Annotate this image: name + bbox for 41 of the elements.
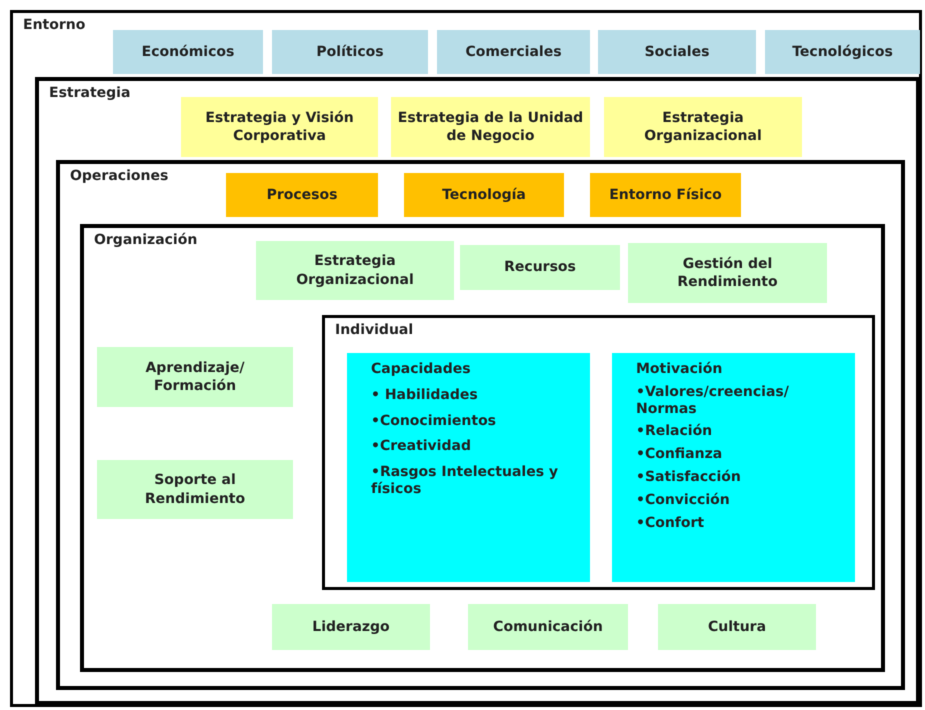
nested-frame xyxy=(322,315,875,590)
factor-box: Recursos xyxy=(460,245,620,290)
factor-box: Cultura xyxy=(658,604,816,650)
nested-frame xyxy=(80,224,885,672)
factor-box: Económicos xyxy=(113,30,263,74)
list-item: •Satisfacción xyxy=(636,468,742,486)
list-item: •Creatividad xyxy=(371,438,472,456)
factor-panel xyxy=(347,353,590,582)
list-item: •Confort xyxy=(636,514,706,532)
list-item: •Confianza xyxy=(636,446,724,463)
factor-box: Estrategia y Visión Corporativa xyxy=(181,97,378,157)
factor-box: Comerciales xyxy=(437,30,590,74)
factor-box: Sociales xyxy=(598,30,756,74)
factor-box: Comunicación xyxy=(468,604,628,650)
factor-box: Liderazgo xyxy=(272,604,430,650)
panel-heading: Capacidades xyxy=(371,361,472,378)
frame-title: Organización xyxy=(94,232,198,248)
factor-panel xyxy=(612,353,855,582)
factor-box: Soporte al Rendimiento xyxy=(97,460,293,519)
factor-box: Tecnológicos xyxy=(765,30,920,74)
factor-box: Procesos xyxy=(226,173,378,217)
frame-title: Estrategia xyxy=(49,85,130,101)
factor-box: Entorno Físico xyxy=(590,173,741,217)
factor-box: Estrategia de la Unidad de Negocio xyxy=(391,97,590,157)
factor-box: Gestión del Rendimiento xyxy=(628,243,827,303)
nested-frame xyxy=(56,160,905,690)
frame-title: Individual xyxy=(335,322,414,338)
factor-box: Tecnología xyxy=(404,173,564,217)
panel-heading: Motivación xyxy=(636,361,724,378)
list-item: •Relación xyxy=(636,423,714,440)
list-item: •Rasgos Intelectuales y físicos xyxy=(371,464,560,498)
list-item: •Conocimientos xyxy=(371,412,498,430)
list-item: •Valores/creencias/ Normas xyxy=(636,384,790,418)
factor-box: Estrategia Organizacional xyxy=(604,97,802,157)
list-item: • Habilidades xyxy=(371,386,479,404)
factor-box: Políticos xyxy=(272,30,428,74)
list-item: •Convicción xyxy=(636,492,731,509)
frame-title: Operaciones xyxy=(70,168,168,184)
factor-box: Aprendizaje/ Formación xyxy=(97,347,293,407)
factor-box: Estrategia Organizacional xyxy=(256,241,454,300)
frame-title: Entorno xyxy=(23,17,86,33)
